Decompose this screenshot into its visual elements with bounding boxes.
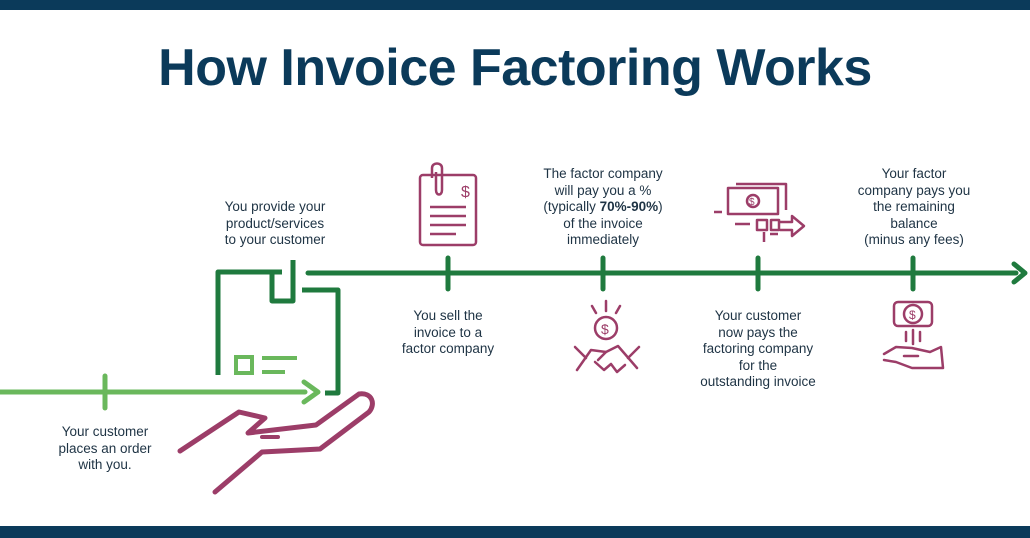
step-customer-pays-label: Your customer now pays the factoring com… — [683, 308, 833, 391]
step-customer-order-label: Your customer places an order with you. — [40, 424, 170, 474]
label-line: now pays the — [718, 324, 798, 340]
svg-text:$: $ — [749, 197, 755, 208]
label-line: factoring company — [702, 341, 814, 356]
svg-text:$: $ — [601, 321, 609, 337]
label-line: invoice to a — [413, 324, 483, 340]
hand-coin-icon: $ — [882, 300, 945, 370]
label-line: will pay you a % — [554, 182, 652, 198]
label-line: company pays you — [857, 182, 971, 198]
percentage-range: 70%-90% — [599, 199, 659, 214]
upper-timeline — [305, 255, 1028, 292]
label-line: immediately — [566, 232, 640, 247]
label-line: The factor company — [543, 166, 663, 181]
page-title: How Invoice Factoring Works — [158, 39, 872, 97]
label-line: Your customer — [61, 424, 149, 439]
label-line: product/services — [225, 215, 325, 231]
svg-text:$: $ — [909, 308, 916, 322]
label-line: to your customer — [224, 232, 326, 247]
label-line: Your customer — [714, 308, 802, 323]
label-line: You sell the — [413, 308, 483, 323]
label-line: for the — [738, 357, 778, 373]
cash-transfer-icon: $ — [714, 182, 806, 242]
hand-with-box-icon — [177, 260, 375, 495]
top-band — [0, 0, 1030, 10]
step-sell-invoice-label: You sell the invoice to a factor company — [378, 308, 518, 358]
label-line: outstanding invoice — [700, 374, 816, 389]
svg-text:$: $ — [461, 184, 470, 201]
label-line: factor company — [401, 341, 495, 356]
label-line: (minus any fees) — [864, 232, 964, 247]
label-line: places an order — [58, 440, 152, 456]
label-text: (typically — [543, 199, 600, 214]
label-line: balance — [890, 215, 938, 231]
lower-timeline — [0, 373, 321, 411]
bottom-band — [0, 526, 1030, 538]
step-provide-services-label: You provide your product/services to you… — [205, 199, 345, 249]
handshake-dollar-icon: $ — [573, 299, 641, 374]
label-line: Your factor — [881, 166, 947, 181]
invoice-document-icon: $ — [418, 162, 478, 247]
label-line: with you. — [78, 457, 132, 472]
label-line: of the invoice — [563, 215, 643, 231]
label-text: ) — [658, 199, 663, 214]
label-line: (typically 70%-90%) — [528, 199, 678, 216]
step-factor-pays-label: The factor company will pay you a % (typ… — [528, 166, 678, 249]
label-line: the remaining — [873, 199, 955, 214]
step-remaining-balance-label: Your factor company pays you the remaini… — [840, 166, 988, 249]
label-line: You provide your — [224, 199, 326, 214]
